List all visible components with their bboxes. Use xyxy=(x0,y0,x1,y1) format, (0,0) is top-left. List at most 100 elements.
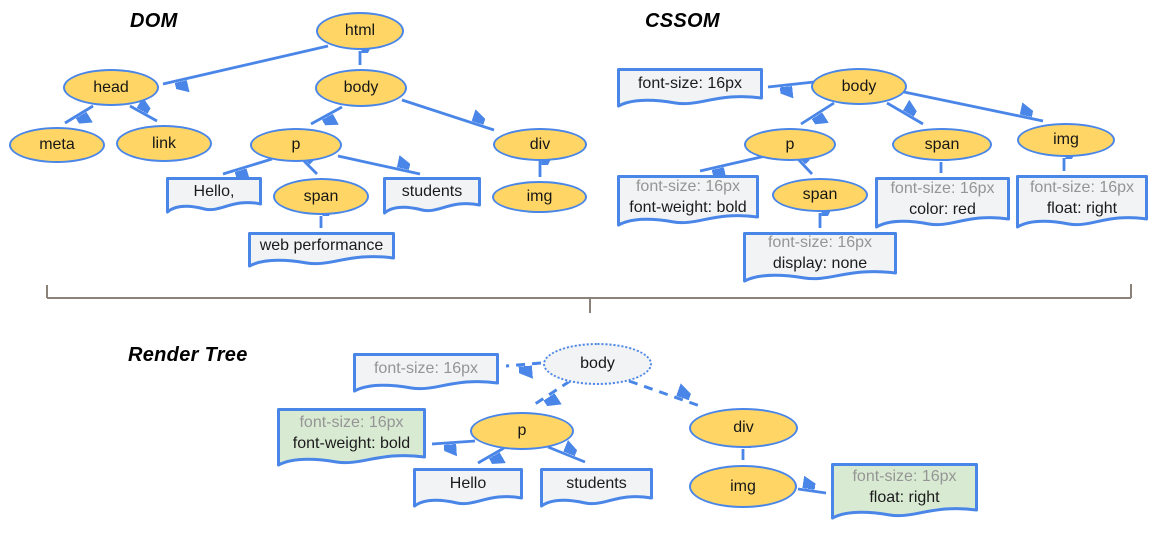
cssom-rule-body: font-size: 16px xyxy=(617,68,763,108)
cssom-rule-body-line1: font-size: 16px xyxy=(637,75,743,92)
dom-node-link-label: link xyxy=(151,134,176,152)
render-textbox-hello-label: Hello xyxy=(449,475,487,492)
wavy-box-shape xyxy=(166,177,262,214)
dom-textbox-webperf: web performance xyxy=(248,232,395,268)
dom-node-body-label: body xyxy=(343,79,379,96)
arrow-render-p-hello xyxy=(477,446,504,463)
dom-node-p: p xyxy=(250,128,342,162)
wavy-box-shape xyxy=(540,468,653,508)
arrow-render-p-students xyxy=(547,447,586,464)
arrow-head-link xyxy=(129,106,158,123)
dom-node-div: div xyxy=(493,128,587,161)
cssom-node-body-label: body xyxy=(841,77,877,95)
wavy-box-shape xyxy=(1016,175,1148,229)
render-node-img-label: img xyxy=(730,477,756,495)
render-tree-title: Render Tree xyxy=(128,344,248,366)
arrow-render-body-p xyxy=(531,379,571,406)
arrow-cssom-p-span xyxy=(798,159,812,175)
dom-textbox-students: students xyxy=(383,177,481,215)
dom-node-img-label: img xyxy=(526,188,553,205)
arrow-p-hello xyxy=(222,157,273,174)
dom-textbox-students-label: students xyxy=(401,183,463,200)
dom-node-head: head xyxy=(63,69,159,106)
render-node-div: div xyxy=(689,408,798,448)
cssom-rule-img-line1: font-size: 16px xyxy=(1029,178,1135,196)
wavy-box-shape xyxy=(617,175,759,227)
cssom-node-span-label: span xyxy=(924,135,960,153)
render-textbox-students: students xyxy=(540,468,653,508)
wavy-box-shape xyxy=(617,68,763,108)
render-rule-img-line1: font-size: 16px xyxy=(852,468,957,485)
arrow-cssom-body-p xyxy=(800,101,835,124)
render-rule-img-line2: float: right xyxy=(869,489,940,506)
dom-node-body: body xyxy=(315,69,407,107)
dom-textbox-webperf-label: web performance xyxy=(259,237,384,254)
cssom-rule-span-child: font-size: 16px display: none xyxy=(743,232,897,283)
cssom-rule-span: font-size: 16px color: red xyxy=(875,177,1010,229)
dom-textbox-hello-label: Hello, xyxy=(193,182,235,200)
arrow-p-span xyxy=(304,161,317,175)
cssom-node-img: img xyxy=(1017,123,1115,157)
wavy-box-shape xyxy=(353,353,499,393)
cssom-node-img-label: img xyxy=(1053,131,1079,148)
cssom-node-body: body xyxy=(811,68,907,105)
dom-node-span: span xyxy=(273,178,369,215)
wavy-box-shape xyxy=(248,232,395,268)
render-textbox-hello: Hello xyxy=(413,468,523,508)
render-rule-p-line1: font-size: 16px xyxy=(299,414,404,431)
arrow-render-img-float xyxy=(797,489,827,495)
render-node-div-label: div xyxy=(733,419,754,436)
render-rule-body-line1: font-size: 16px xyxy=(373,360,479,377)
arrow-cssom-body-span xyxy=(886,103,924,126)
dom-node-span-label: span xyxy=(303,187,339,205)
cssom-rule-img-line2: float: right xyxy=(1046,199,1118,217)
dom-node-html-label: html xyxy=(344,22,376,39)
arrow-html-head xyxy=(162,44,329,84)
cssom-node-span-child: span xyxy=(772,178,868,212)
cssom-rule-span-child-line1: font-size: 16px xyxy=(767,234,873,251)
arrow-render-body-fontsize xyxy=(505,361,542,366)
dom-node-meta-label: meta xyxy=(39,136,75,153)
cssom-title: CSSOM xyxy=(645,10,720,32)
wavy-box-shape xyxy=(277,408,426,467)
cssom-node-span: span xyxy=(892,128,992,161)
dom-node-p-label: p xyxy=(291,136,301,153)
arrow-head-meta xyxy=(64,104,94,123)
cssom-node-p-label: p xyxy=(785,135,795,153)
cssom-node-p: p xyxy=(744,128,836,161)
render-rule-p: font-size: 16px font-weight: bold xyxy=(277,408,426,467)
dom-node-head-label: head xyxy=(93,78,129,96)
dom-node-link: link xyxy=(116,125,212,162)
cssom-rule-img: font-size: 16px float: right xyxy=(1016,175,1148,229)
wavy-box-shape xyxy=(831,463,978,520)
cssom-rule-span-child-line2: display: none xyxy=(772,255,868,272)
wavy-box-shape xyxy=(413,468,523,508)
render-node-img: img xyxy=(689,465,797,508)
cssom-rule-span-line1: font-size: 16px xyxy=(890,179,995,197)
cssom-rule-p-line1: font-size: 16px xyxy=(635,177,741,195)
wavy-box-shape xyxy=(383,177,481,215)
arrow-body-div xyxy=(401,98,495,132)
arrow-render-body-div xyxy=(628,379,701,408)
arrow-cssom-p-bold xyxy=(699,153,771,171)
dom-node-div-label: div xyxy=(529,135,551,153)
wavy-box-shape xyxy=(875,177,1010,229)
cssom-node-span-child-label: span xyxy=(802,186,838,203)
arrow-body-p xyxy=(310,105,343,124)
arrow-cssom-body-fontsize xyxy=(767,80,815,87)
render-node-body: body xyxy=(543,343,652,385)
render-rule-p-line2: font-weight: bold xyxy=(292,435,411,452)
cssom-rule-p-line2: font-weight: bold xyxy=(629,198,747,216)
render-node-p: p xyxy=(470,412,574,450)
dom-title: DOM xyxy=(130,10,178,32)
arrow-p-students xyxy=(337,154,421,176)
arrow-render-p-bold xyxy=(431,439,476,444)
render-rule-body: font-size: 16px xyxy=(353,353,499,393)
render-textbox-students-label: students xyxy=(566,475,627,492)
arrow-cssom-body-img xyxy=(903,90,1044,123)
dom-node-meta: meta xyxy=(9,127,105,163)
cssom-rule-p: font-size: 16px font-weight: bold xyxy=(617,175,759,227)
render-node-body-label: body xyxy=(580,355,615,372)
